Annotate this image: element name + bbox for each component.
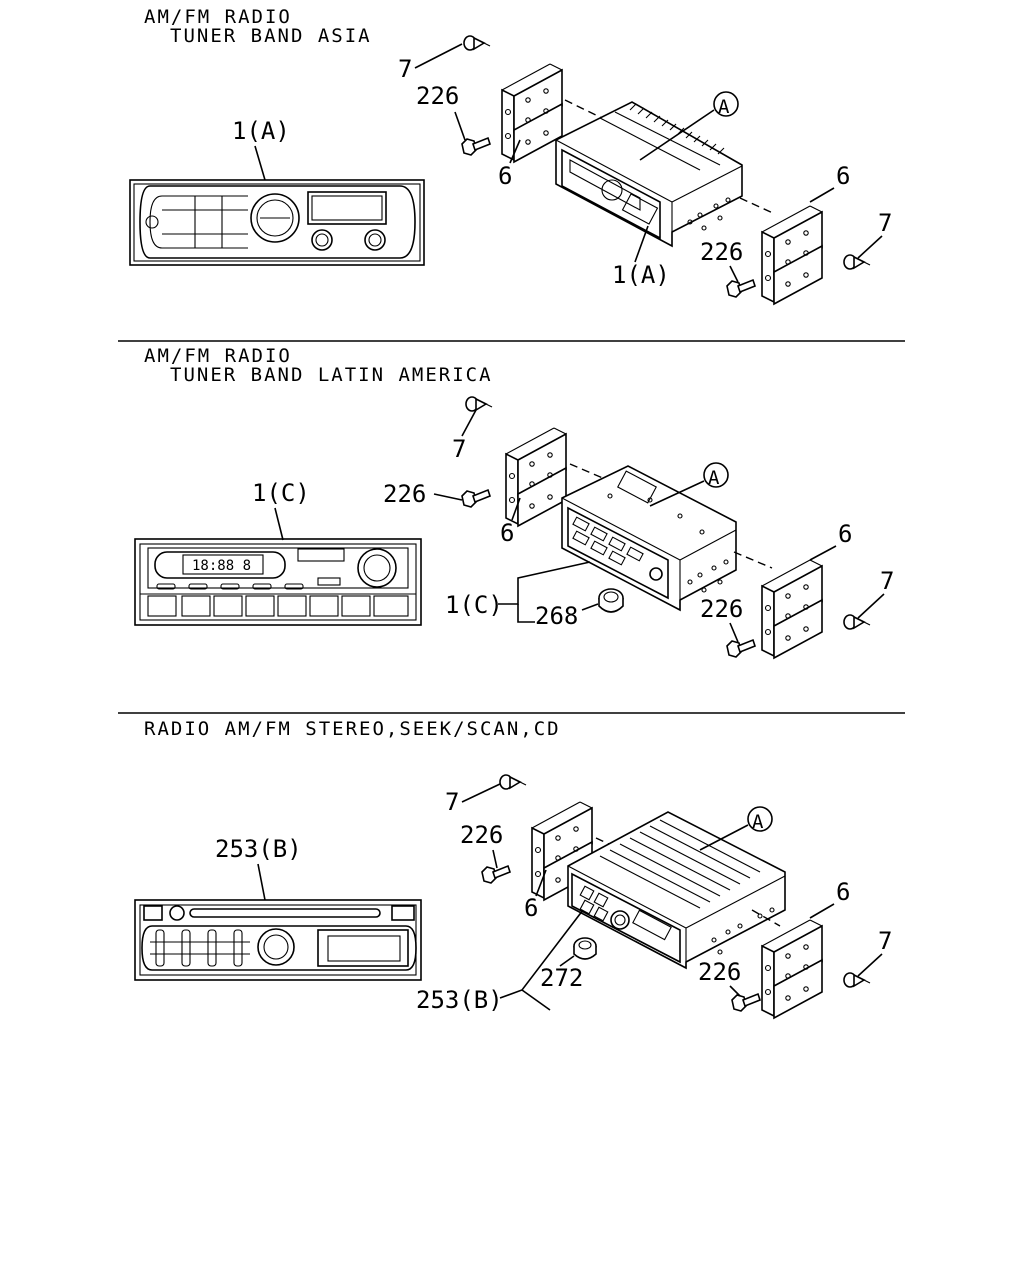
callout-bolt-upper: 226 [416,82,459,110]
view-mark-a: A [752,811,764,833]
knob-part [598,588,624,613]
callout-bracket-left: 6 [524,894,538,922]
callout-unit: 1(A) [612,261,670,289]
callout-screw-lower: 7 [880,567,894,595]
callout-bolt-lower: 226 [700,595,743,623]
callout-screw-lower: 7 [878,927,892,955]
callout-knob: 268 [535,602,578,630]
callout-bracket-left: 6 [500,519,514,547]
radio-unit [555,101,743,248]
callout-bracket-left: 6 [498,162,512,190]
callout-bolt-lower: 226 [700,238,743,266]
callout-front-view: 1(C) [252,479,310,507]
section-title-line1: RADIO AM/FM STEREO,SEEK/SCAN,CD [144,718,561,740]
callout-screw-lower: 7 [878,209,892,237]
knob-part [573,937,597,960]
section-asia: AM/FM RADIO TUNER BAND ASIA 1(A) [129,6,892,305]
callout-front-view: 1(A) [232,117,290,145]
callout-screw-upper: 7 [452,435,466,463]
section-title-line1: AM/FM RADIO [144,6,292,28]
callout-unit: 253(B) [416,986,503,1014]
radio-unit [567,811,786,970]
section-title-line2: TUNER BAND ASIA [170,25,372,47]
radio-unit [561,465,737,612]
callout-bracket-right: 6 [838,520,852,548]
callout-front-view: 253(B) [215,835,302,863]
callout-bolt-upper: 226 [460,821,503,849]
section-title-line2: TUNER BAND LATIN AMERICA [170,364,493,386]
callout-screw-upper: 7 [398,55,412,83]
callout-bolt-upper: 226 [383,480,426,508]
view-mark-a: A [718,96,730,118]
view-mark-a: A [708,467,720,489]
callout-bracket-right: 6 [836,878,850,906]
callout-bracket-right: 6 [836,162,850,190]
section-title-line1: AM/FM RADIO [144,345,292,367]
section-cd-stereo: RADIO AM/FM STEREO,SEEK/SCAN,CD 253 [134,718,892,1019]
radio-front-view [134,899,422,981]
display-readout: 18:88 8 [192,558,251,574]
callout-bolt-lower: 226 [698,958,741,986]
radio-front-view: 18:88 8 [134,538,422,626]
callout-knob: 272 [540,964,583,992]
radio-front-view [129,179,425,266]
callout-unit: 1(C) [445,591,503,619]
callout-screw-upper: 7 [445,788,459,816]
section-latin-america: AM/FM RADIO TUNER BAND LATIN AMERICA 18:… [134,345,894,659]
